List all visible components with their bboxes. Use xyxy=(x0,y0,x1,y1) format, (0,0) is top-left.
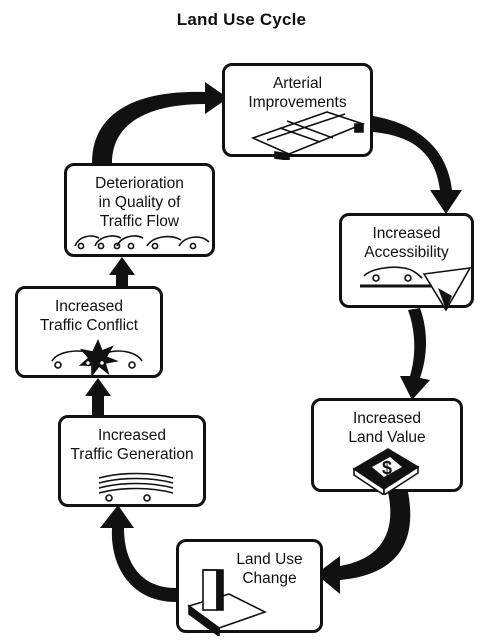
dollar-land-icon: $ xyxy=(352,448,420,495)
arrow-deterioration-to-arterial xyxy=(92,82,228,163)
arrow-conflict-to-deterioration xyxy=(109,257,135,286)
stage-increased-traffic-conflict: Increased Traffic Conflict xyxy=(15,286,163,378)
stage-deterioration-traffic-flow: Deterioration in Quality of Traffic Flow xyxy=(64,163,215,257)
interchange-icon xyxy=(250,111,366,160)
stage-label-line: Increased xyxy=(97,427,167,444)
stage-increased-land-value: $ Increased Land Value xyxy=(311,398,463,495)
traffic-waves-icon xyxy=(98,472,174,502)
stage-label-line: Traffic Conflict xyxy=(39,317,139,334)
arrow-accessibility-to-value xyxy=(400,308,430,400)
collision-icon xyxy=(51,338,143,378)
stage-label-line: Increased xyxy=(352,410,422,427)
stage-label-line: Accessibility xyxy=(364,244,449,261)
stage-increased-traffic-generation: Increased Traffic Generation xyxy=(58,415,206,507)
stage-label-line: in Quality of xyxy=(98,194,181,211)
car-on-road-icon xyxy=(360,266,472,311)
stage-label-line: Land Use xyxy=(236,551,303,568)
stage-label-line: Land Value xyxy=(348,429,426,446)
congested-cars-icon xyxy=(74,235,210,250)
diagram-title: Land Use Cycle xyxy=(176,10,307,29)
arrow-landuse-to-generation xyxy=(100,505,176,602)
stage-increased-accessibility: Increased Accessibility xyxy=(339,213,474,311)
arrow-generation-to-conflict xyxy=(85,378,111,415)
stage-label-line: Traffic Generation xyxy=(70,446,194,463)
stage-label-line: Increased xyxy=(54,298,124,315)
stage-label-line: Increased xyxy=(372,225,441,242)
stage-label-line: Change xyxy=(242,570,297,587)
stage-label-line: Improvements xyxy=(248,94,347,111)
building-icon xyxy=(187,569,268,636)
arrow-value-to-landuse xyxy=(316,492,411,594)
stage-arterial-improvements: Arterial Improvements xyxy=(222,63,373,160)
stage-label-line: Arterial xyxy=(272,75,323,92)
stage-label-line: Deterioration xyxy=(95,175,184,192)
stage-label-line: Traffic Flow xyxy=(99,213,180,230)
dollar-symbol: $ xyxy=(382,458,392,478)
stage-land-use-change: Land Use Change xyxy=(176,539,323,636)
arrow-arterial-to-accessibility xyxy=(373,116,462,214)
